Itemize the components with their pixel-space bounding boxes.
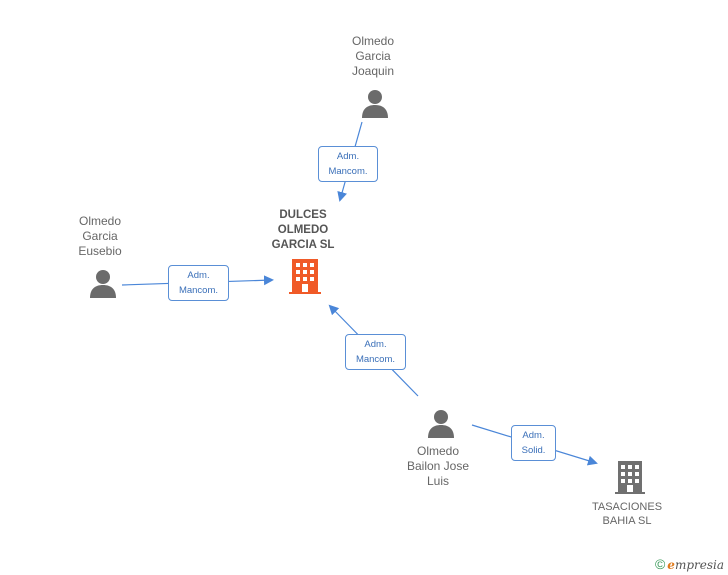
person-icon-eusebio[interactable] [90, 270, 116, 298]
node-label-main-company[interactable]: DULCES OLMEDO GARCIA SL [271, 209, 335, 251]
building-icon-tasaciones[interactable] [615, 461, 645, 494]
person-icon-joaquin[interactable] [362, 90, 388, 118]
copyright-icon: © [654, 556, 666, 572]
edge-label-joaquin-main[interactable]: Adm. Mancom. [318, 146, 378, 182]
edge-label-eusebio-main[interactable]: Adm. Mancom. [168, 265, 229, 301]
node-label-jose-luis[interactable]: Olmedo Bailon Jose Luis [406, 444, 470, 488]
edge-label-joseluis-tasaciones[interactable]: Adm. Solid. [511, 425, 556, 461]
node-label-tasaciones[interactable]: TASACIONES BAHIA SL [591, 501, 663, 527]
node-label-eusebio[interactable]: Olmedo Garcia Eusebio [78, 214, 122, 258]
edge-label-joseluis-main[interactable]: Adm. Mancom. [345, 334, 406, 370]
person-icon-jose-luis[interactable] [428, 410, 454, 438]
building-icon-main-company[interactable] [289, 259, 321, 294]
empresia-logo[interactable]: ©empresia [654, 556, 724, 572]
node-label-joaquin[interactable]: Olmedo Garcia Joaquin [351, 34, 395, 78]
